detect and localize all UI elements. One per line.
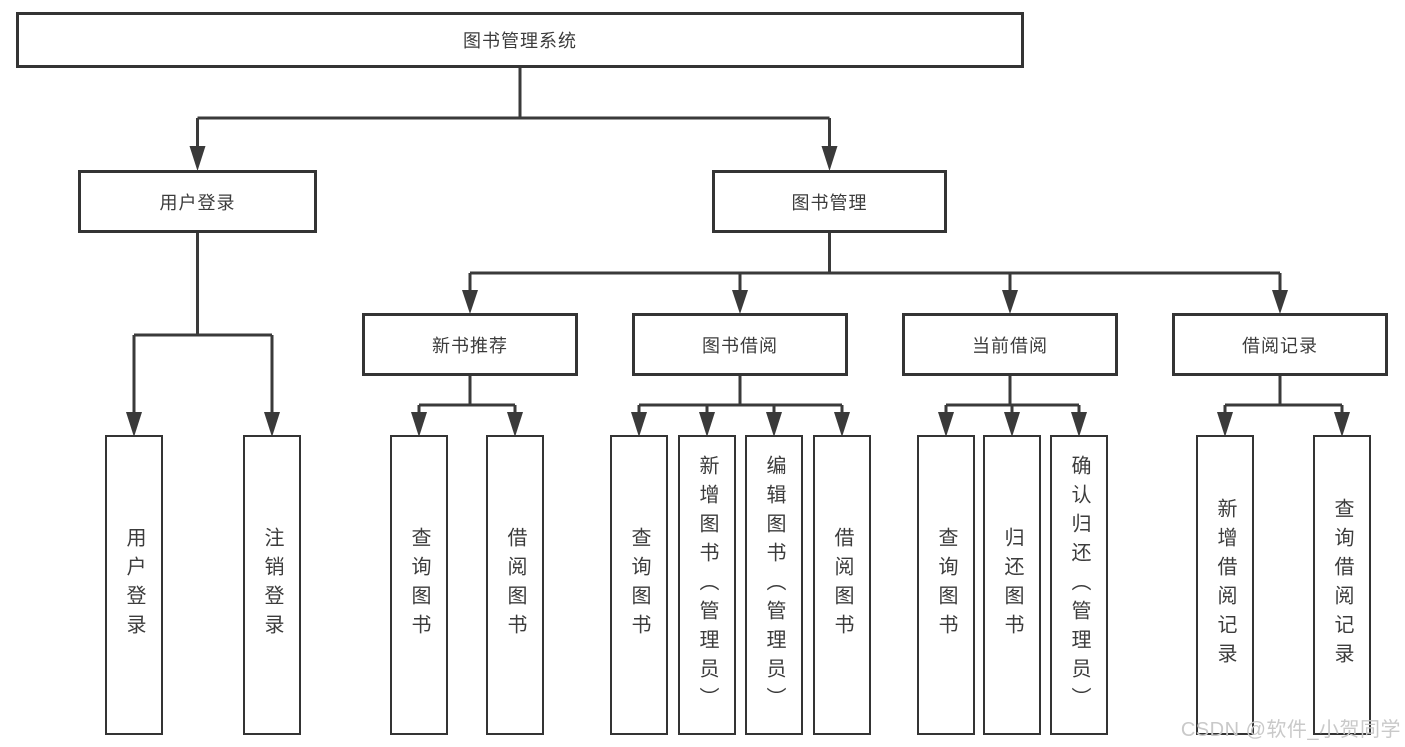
arrowhead-leaf bbox=[834, 412, 850, 437]
connector-userlogin-to-leaves bbox=[132, 233, 274, 413]
leaf-borrow-books-1: 借阅图书 bbox=[486, 435, 544, 735]
arrowhead-book-borrow bbox=[732, 290, 748, 314]
leaf-user-login-label: 用户登录 bbox=[123, 527, 145, 643]
leaf-add-borrow-record: 新增借阅记录 bbox=[1196, 435, 1254, 735]
leaf-add-borrow-record-label: 新增借阅记录 bbox=[1214, 498, 1236, 672]
leaf-query-books-1: 查询图书 bbox=[390, 435, 448, 735]
leaf-edit-book-admin: 编辑图书（管理员） bbox=[745, 435, 803, 735]
leaf-return-books-label: 归还图书 bbox=[1001, 527, 1023, 643]
node-root: 图书管理系统 bbox=[16, 12, 1024, 68]
node-user-login: 用户登录 bbox=[78, 170, 317, 233]
leaf-add-book-admin: 新增图书（管理员） bbox=[678, 435, 736, 735]
leaf-query-books-3-label: 查询图书 bbox=[935, 527, 957, 643]
node-current-borrow: 当前借阅 bbox=[902, 313, 1118, 376]
node-borrow-records: 借阅记录 bbox=[1172, 313, 1388, 376]
leaf-user-login: 用户登录 bbox=[105, 435, 163, 735]
leaf-confirm-return-admin: 确认归还（管理员） bbox=[1050, 435, 1108, 735]
connector-borrowrecords-to-leaves bbox=[1223, 376, 1344, 413]
arrowhead-book-mgmt bbox=[821, 146, 838, 171]
arrowhead-borrow-records bbox=[1272, 290, 1288, 314]
arrowhead-leaf bbox=[938, 412, 954, 437]
leaf-logout-label: 注销登录 bbox=[261, 527, 283, 643]
connector-currentborrow-to-leaves bbox=[944, 376, 1081, 413]
connector-root-to-level2 bbox=[196, 68, 831, 147]
arrowhead-leaf bbox=[411, 412, 427, 437]
connector-newbooks-to-leaves bbox=[417, 376, 517, 413]
arrowhead-user-login bbox=[189, 146, 206, 171]
node-current-borrow-label: 当前借阅 bbox=[972, 335, 1048, 356]
node-book-borrow-label: 图书借阅 bbox=[702, 335, 778, 356]
arrowhead-leaf bbox=[1004, 412, 1020, 437]
connector-bookborrow-to-leaves bbox=[637, 376, 844, 413]
arrowhead-current-borrow bbox=[1002, 290, 1018, 314]
leaf-query-borrow-record-label: 查询借阅记录 bbox=[1331, 498, 1353, 672]
arrowhead-leaf bbox=[631, 412, 647, 437]
arrowhead-leaf bbox=[1071, 412, 1087, 437]
leaf-query-books-1-label: 查询图书 bbox=[408, 527, 430, 643]
leaf-edit-book-admin-label: 编辑图书（管理员） bbox=[763, 454, 785, 716]
arrowhead-leaf bbox=[699, 412, 715, 437]
node-book-management-label: 图书管理 bbox=[791, 192, 868, 213]
node-new-book-recommend: 新书推荐 bbox=[362, 313, 578, 376]
leaf-borrow-books-2: 借阅图书 bbox=[813, 435, 871, 735]
leaf-query-books-2-label: 查询图书 bbox=[628, 527, 650, 643]
arrowhead-new-books bbox=[462, 290, 478, 314]
connector-bookmgmt-to-level3 bbox=[468, 233, 1282, 291]
arrowhead-leaf bbox=[264, 412, 280, 437]
leaf-confirm-return-admin-label: 确认归还（管理员） bbox=[1068, 454, 1090, 716]
node-book-management: 图书管理 bbox=[712, 170, 947, 233]
leaf-query-borrow-record: 查询借阅记录 bbox=[1313, 435, 1371, 735]
arrowhead-leaf bbox=[1217, 412, 1233, 437]
leaf-query-books-3: 查询图书 bbox=[917, 435, 975, 735]
arrowhead-leaf bbox=[766, 412, 782, 437]
leaf-logout: 注销登录 bbox=[243, 435, 301, 735]
leaf-add-book-admin-label: 新增图书（管理员） bbox=[696, 454, 718, 716]
node-borrow-records-label: 借阅记录 bbox=[1242, 335, 1318, 356]
node-new-book-recommend-label: 新书推荐 bbox=[432, 335, 508, 356]
leaf-borrow-books-1-label: 借阅图书 bbox=[504, 527, 526, 643]
arrowhead-leaf bbox=[1334, 412, 1350, 437]
node-root-label: 图书管理系统 bbox=[463, 31, 577, 51]
arrowhead-leaf bbox=[507, 412, 523, 437]
leaf-return-books: 归还图书 bbox=[983, 435, 1041, 735]
node-book-borrow: 图书借阅 bbox=[632, 313, 848, 376]
node-user-login-label: 用户登录 bbox=[159, 192, 236, 213]
arrowhead-leaf bbox=[126, 412, 142, 437]
leaf-query-books-2: 查询图书 bbox=[610, 435, 668, 735]
csdn-watermark: CSDN @软件_小贺同学 bbox=[1180, 719, 1401, 741]
leaf-borrow-books-2-label: 借阅图书 bbox=[831, 527, 853, 643]
